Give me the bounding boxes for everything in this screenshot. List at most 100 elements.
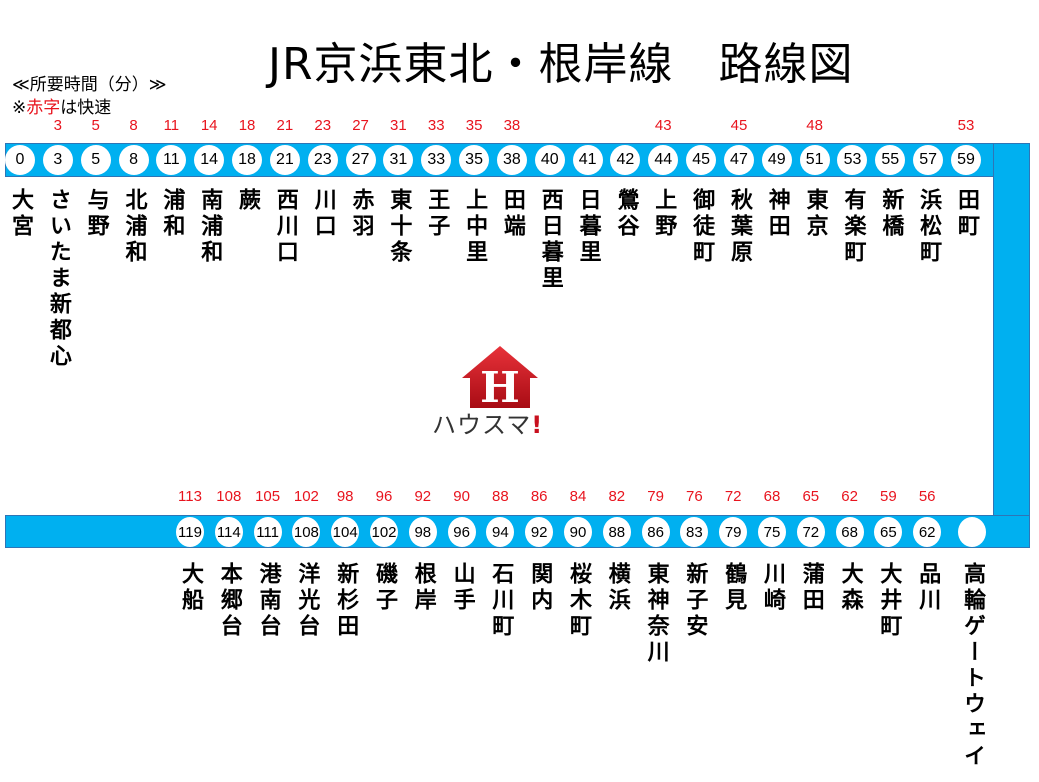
station-time-circle: 27 [345,145,376,175]
station-name: 南浦和 [197,188,223,266]
rapid-time: 18 [238,117,256,134]
hausuma-logo-icon: H [462,346,538,412]
legend-mark: ※ [12,98,27,118]
rapid-time: 92 [414,488,432,505]
rapid-time: 59 [880,488,897,505]
station-name: 田町 [954,188,979,240]
rapid-time: 82 [608,488,626,505]
station-name: 蒲田 [798,562,824,614]
station-name: 横浜 [604,562,630,614]
logo-text-bang: ! [531,411,544,439]
legend-rapid-note: ※赤字は快速 [12,93,111,118]
station-name: 御徒町 [689,188,715,266]
station-name: 浦和 [159,188,185,240]
station-time-circle: 38 [496,145,527,175]
station-name: 神田 [764,188,790,240]
station-time-circle: 33 [421,145,452,175]
station-name: 品川 [915,562,941,614]
station-name: 上野 [651,188,677,240]
rapid-time: 86 [530,488,548,505]
station-name: 赤羽 [348,188,374,240]
station-name: 根岸 [410,562,436,614]
station-name: 大宮 [8,188,33,240]
station-time-circle: 57 [913,145,944,175]
station-time-circle: 72 [796,517,825,547]
station-name: 石川町 [488,562,514,640]
rapid-time: 33 [427,117,445,134]
station-name: 磯子 [372,562,397,614]
station-time-circle: 114 [214,517,243,547]
station-name: 浜松町 [916,188,942,266]
rapid-time: 11 [163,117,180,134]
station-time-circle: 49 [761,145,792,175]
station-name: 上中里 [462,188,488,266]
page-title: JR京浜東北・根岸線 路線図 [268,39,854,90]
station-time-circle: 83 [680,517,709,547]
station-name: 新橋 [878,188,904,240]
station-time-circle: 44 [648,145,679,175]
station-name: 港南台 [255,562,281,640]
station-time-circle: 96 [447,517,476,547]
station-name: 東神奈川 [643,562,669,666]
station-name: 本郷台 [216,562,242,640]
station-time-circle: 68 [835,517,864,547]
rapid-time: 53 [957,117,975,134]
rapid-time: 76 [686,488,703,505]
rapid-time: 38 [503,117,521,134]
station-time-circle: 92 [525,517,554,547]
station-time-circle: 35 [459,145,490,175]
station-time-circle: 47 [723,145,754,175]
rapid-time: 14 [200,117,218,134]
station-time-circle: 75 [758,517,786,547]
station-name: 北浦和 [121,188,147,266]
rapid-time: 72 [724,488,742,505]
station-time-circle: 55 [875,145,906,175]
station-time-circle: 21 [269,145,300,175]
rapid-time: 96 [375,488,393,505]
station-time-circle: 41 [572,145,603,175]
station-name: 東京 [802,188,828,240]
logo-text-main: ハウスマ [432,411,532,439]
legend-time-label: ≪所要時間（分）≫ [12,75,167,95]
logo-letter: H [480,363,520,412]
station-name: 西日暮里 [537,188,563,292]
station-time-circle: 5 [80,145,111,175]
station-time-circle: 59 [951,145,981,175]
station-time-circle: 45 [686,145,717,175]
rapid-time: 27 [352,117,369,134]
station-time-circle: 3 [42,145,73,175]
legend-rest: は快速 [60,98,112,118]
station-time-circle: 86 [641,517,670,547]
station-name: 大森 [837,562,863,614]
station-time-circle: 23 [307,145,338,175]
station-name: 関内 [527,562,553,614]
rapid-time: 108 [216,488,242,505]
station-time-circle: 94 [486,517,515,547]
station-name: 東十条 [386,188,412,266]
rapid-time: 88 [492,488,509,505]
station-time-circle: 102 [370,517,398,547]
station-time-circle: 42 [610,145,641,175]
station-name: 山手 [449,562,475,614]
station-name: 桜木町 [566,562,591,640]
rapid-time: 48 [806,117,823,134]
rapid-time: 21 [276,117,294,134]
station-name: 川口 [310,188,336,240]
station-time-circle: 31 [383,145,414,175]
rapid-time: 90 [453,488,470,505]
station-name: 秋葉原 [726,188,752,266]
rapid-time: 84 [569,488,587,505]
rapid-time: 105 [255,488,281,505]
station-time-circle: 108 [292,517,321,547]
station-time-circle: 40 [534,145,565,175]
rapid-time: 3 [53,117,62,134]
rapid-time: 45 [730,117,748,134]
station-name: 蕨 [235,188,261,214]
line-bar-right [993,143,1030,518]
station-name: 新子安 [682,562,708,640]
rapid-time: 65 [802,488,820,505]
station-time-circle: 0 [5,145,35,175]
station-name: 与野 [83,188,109,240]
rapid-time: 8 [129,117,138,134]
station-time-circle: 11 [156,145,187,175]
